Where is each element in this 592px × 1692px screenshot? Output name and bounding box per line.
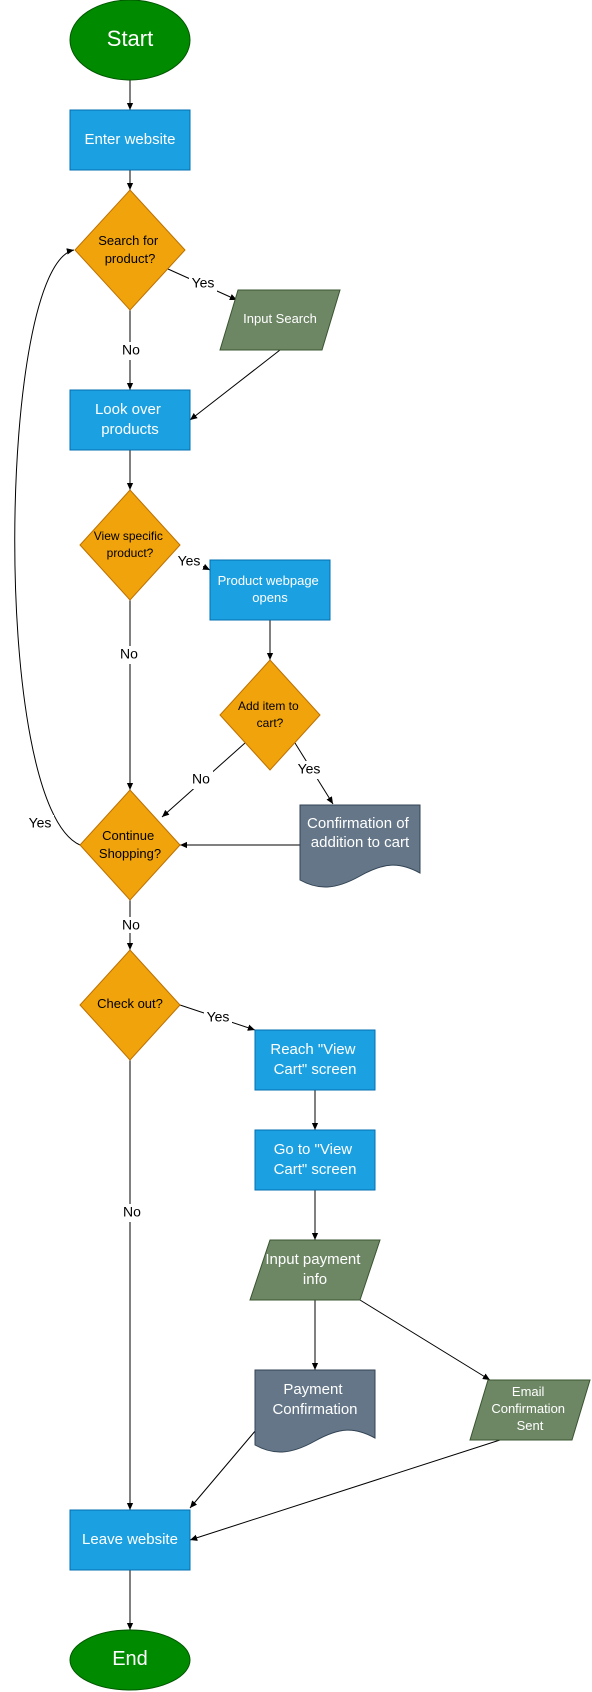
svg-text:Search for product?: Search for product? — [98, 233, 162, 266]
node-enter-website: Enter website — [69, 109, 191, 171]
node-leave-website: Leave website — [69, 1509, 191, 1571]
edge-payment-confirmation-to-leave — [189, 1429, 257, 1509]
edge-label-checkout-yes: Yes — [207, 1009, 230, 1025]
svg-text:View specific product?: View specific product? — [94, 529, 166, 560]
edge-input-search-to-look-over — [189, 349, 281, 421]
node-start-line: Start — [107, 26, 153, 51]
edge-label-search-yes: Yes — [192, 275, 215, 291]
svg-text:End: End — [112, 1648, 148, 1670]
node-payment-confirmation: Payment Confirmation — [254, 1369, 376, 1453]
svg-text:Input Search: Input Search — [243, 311, 317, 326]
node-continue-shopping-line-1: Continue — [102, 828, 154, 843]
node-reach-view-cart-line-2: Cart" screen — [274, 1061, 357, 1078]
svg-text:Add item to cart?: Add item to cart? — [238, 699, 302, 730]
node-search-for-product-line-1: Search for — [98, 233, 159, 248]
node-input-search: Input Search — [219, 289, 341, 351]
node-add-item-to-cart-line-2: cart? — [257, 716, 284, 730]
node-confirmation-of-addition-line-1: Confirmation of — [307, 815, 410, 832]
node-go-to-view-cart-line-2: Cart" screen — [274, 1161, 357, 1178]
svg-text:Check out?: Check out? — [97, 996, 163, 1011]
edge-label-add-yes: Yes — [298, 761, 321, 777]
node-check-out: Check out? — [79, 949, 181, 1061]
node-product-webpage-opens-line-1: Product webpage — [218, 573, 319, 588]
node-product-webpage-opens-line-2: opens — [252, 590, 288, 605]
node-input-payment-info-line-2: info — [303, 1271, 327, 1288]
svg-text:Payment Confirmation: Payment Confirmation — [272, 1381, 357, 1418]
edges — [14, 80, 501, 1630]
node-continue-shopping: Continue Shopping? — [79, 789, 181, 901]
node-leave-website-line: Leave website — [82, 1531, 178, 1548]
node-add-item-to-cart: Add item to cart? — [219, 659, 321, 771]
node-check-out-line: Check out? — [97, 996, 163, 1011]
edge-continue-yes-loop-to-search — [14, 248, 81, 846]
svg-text:Confirmation of addition: Confirmation of addition to cart — [307, 815, 413, 851]
node-email-confirmation-sent-line-2: Confirmation — [491, 1401, 565, 1416]
svg-text:Look over products: Look over products — [95, 401, 165, 438]
node-search-for-product-line-2: product? — [105, 251, 156, 266]
node-go-to-view-cart: Go to "View Cart" screen — [254, 1129, 376, 1191]
node-confirmation-of-addition: Confirmation of addition to cart — [299, 804, 421, 888]
node-enter-website-line: Enter website — [85, 131, 176, 148]
svg-text:Reach "View Cart" screen: Reach "View Cart" screen — [270, 1041, 359, 1078]
node-confirmation-of-addition-line-2: addition to cart — [311, 834, 410, 851]
svg-text:Enter website: Enter website — [85, 131, 176, 148]
svg-text:Go to "View Cart" screen: Go to "View Cart" screen — [274, 1141, 357, 1178]
node-email-confirmation-sent-line-1: Email — [512, 1384, 545, 1399]
node-search-for-product: Search for product? — [74, 189, 186, 311]
edge-label-checkout-no: No — [123, 1204, 141, 1220]
edge-label-view-yes: Yes — [178, 553, 201, 569]
svg-text:Input payment info: Input payment info — [265, 1251, 364, 1288]
node-go-to-view-cart-line-1: Go to "View — [274, 1141, 353, 1158]
node-add-item-to-cart-line-1: Add item to — [238, 699, 299, 713]
node-look-over-products-line-2: products — [101, 421, 159, 438]
node-email-confirmation-sent: Email Confirmation Sent — [469, 1379, 591, 1441]
node-input-search-line: Input Search — [243, 311, 317, 326]
node-email-confirmation-sent-line-3: Sent — [517, 1418, 544, 1433]
edge-label-search-no: No — [122, 342, 140, 358]
node-input-payment-info-line-1: Input payment — [265, 1251, 361, 1268]
edge-input-payment-to-email — [359, 1299, 491, 1381]
node-view-specific-product-line-1: View specific — [94, 529, 163, 543]
edge-labels: Yes No Yes No No Yes Yes No Yes No — [26, 275, 323, 1222]
edge-label-continue-yes: Yes — [29, 815, 52, 831]
edge-label-continue-no: No — [122, 917, 140, 933]
node-input-payment-info: Input payment info — [249, 1239, 381, 1301]
node-view-specific-product: View specific product? — [79, 489, 181, 601]
node-view-specific-product-line-2: product? — [107, 546, 154, 560]
node-continue-shopping-line-2: Shopping? — [99, 846, 161, 861]
svg-text:Start: Start — [107, 26, 153, 51]
node-reach-view-cart: Reach "View Cart" screen — [254, 1029, 376, 1091]
edge-label-add-no: No — [192, 771, 210, 787]
edge-label-view-no: No — [120, 646, 138, 662]
edge-email-to-leave — [189, 1439, 501, 1541]
node-start: Start — [69, 0, 191, 81]
node-look-over-products-line-1: Look over — [95, 401, 161, 418]
node-product-webpage-opens: Product webpage opens — [209, 559, 331, 621]
node-end-line: End — [112, 1648, 148, 1670]
svg-text:Email Confirmation: Email Confirmation Sent — [491, 1384, 568, 1433]
svg-text:Continue Shopping?: Continue Shopping? — [99, 828, 161, 861]
node-payment-confirmation-line-1: Payment — [283, 1381, 343, 1398]
node-payment-confirmation-line-2: Confirmation — [272, 1401, 357, 1418]
node-reach-view-cart-line-1: Reach "View — [270, 1041, 355, 1058]
node-end: End — [69, 1629, 191, 1691]
svg-text:Leave website: Leave website — [82, 1531, 178, 1548]
svg-text:Product webpage opens: Product webpage opens — [218, 573, 323, 605]
node-look-over-products: Look over products — [69, 389, 191, 451]
